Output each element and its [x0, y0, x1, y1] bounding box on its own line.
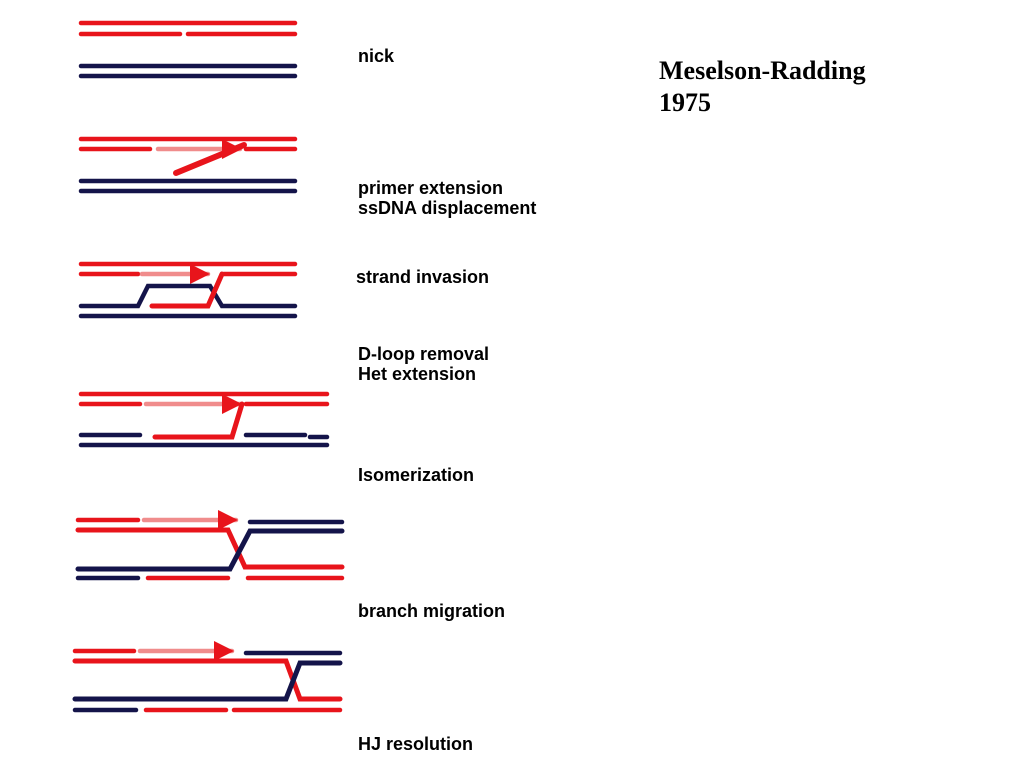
stage-isomerization	[75, 509, 345, 581]
step-label-het-extension: Het extension	[358, 364, 477, 384]
title-line-1: Meselson-Radding	[659, 56, 866, 85]
stage-strand-invasion	[78, 261, 298, 319]
step-label-nick: nick	[358, 46, 395, 66]
step-label-ssdna-displacement: ssDNA displacement	[358, 198, 537, 218]
step-label-hj-resolution: HJ resolution	[358, 734, 474, 754]
stage-branch-migration	[72, 640, 343, 713]
stage-nick	[78, 20, 298, 79]
step-label-d-loop-removal: D-loop removal	[358, 344, 490, 364]
title-line-2: 1975	[659, 88, 711, 117]
step-label-primer-extension: primer extension	[358, 178, 504, 198]
step-label-isomerization: Isomerization	[358, 465, 475, 485]
step-label-branch-migration: branch migration	[358, 601, 506, 621]
step-label-strand-invasion: strand invasion	[356, 267, 490, 287]
stage-het-extension	[78, 391, 330, 448]
diagram-title: Meselson-Radding 1975	[659, 55, 866, 119]
stage-primer-extension	[78, 136, 298, 194]
